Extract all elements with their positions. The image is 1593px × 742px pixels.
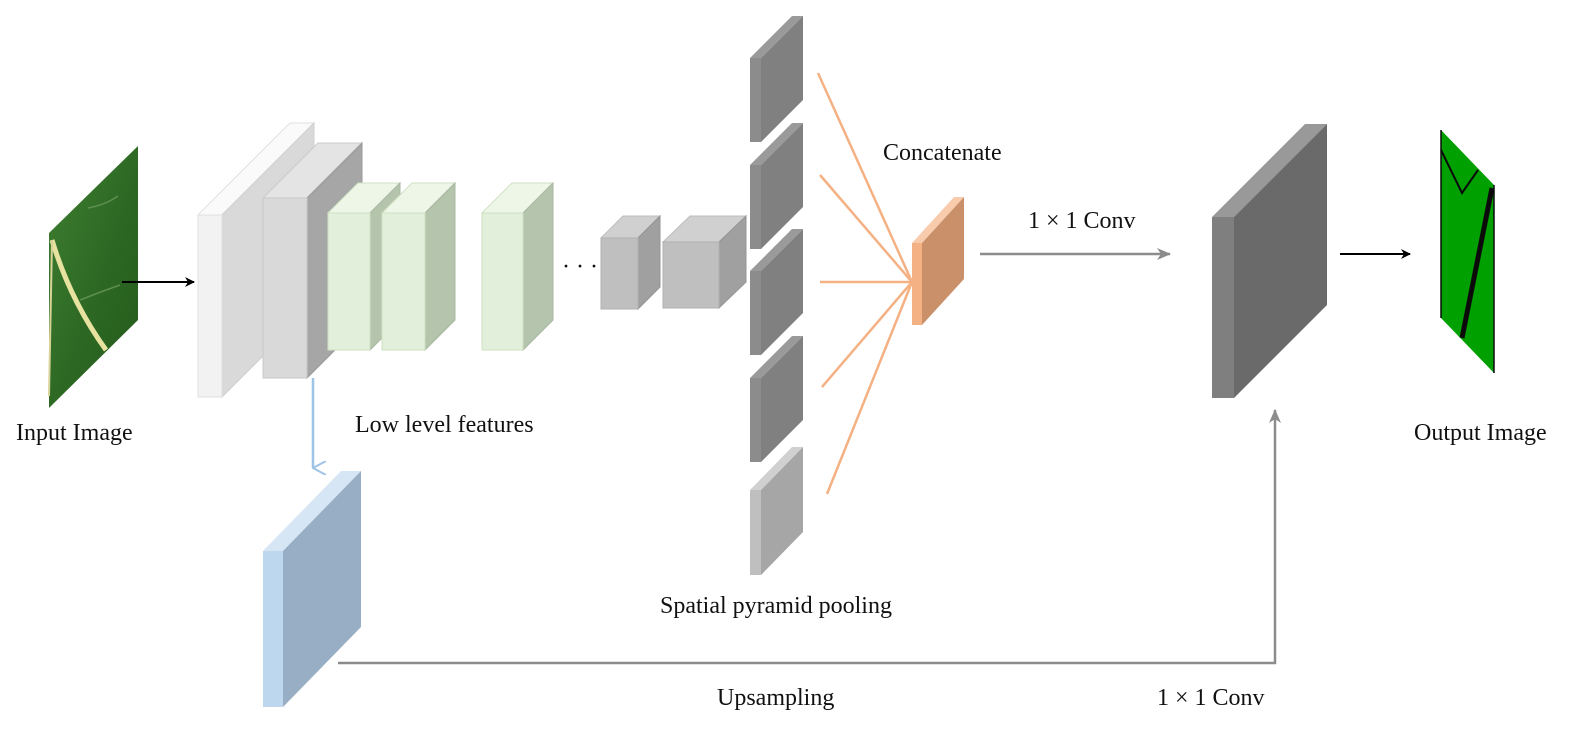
spp-branch-1	[750, 16, 803, 142]
upsampling-path	[338, 409, 1281, 665]
low-level-feature-block	[263, 471, 361, 707]
ellipsis-label: · · ·	[562, 254, 598, 280]
spp-branch-5	[750, 447, 803, 575]
output-image-label: Output Image	[1414, 420, 1547, 446]
concatenate-label: Concatenate	[883, 140, 1002, 166]
spatial-pyramid-pooling-label: Spatial pyramid pooling	[660, 593, 892, 619]
decoder-output-block	[1212, 124, 1327, 398]
concat-block	[912, 197, 964, 325]
input-image-thumbnail	[48, 146, 138, 408]
encoder-block-5	[480, 181, 555, 352]
spp-branch-2	[750, 123, 803, 249]
upsampling-label: Upsampling	[717, 685, 834, 711]
output-image-thumbnail	[1440, 130, 1495, 373]
conv-top-label: 1 × 1 Conv	[1028, 208, 1136, 234]
atrous-block-2	[661, 214, 748, 310]
atrous-block-1	[599, 214, 662, 311]
low-level-features-label: Low level features	[355, 412, 534, 438]
spp-branch-4	[750, 336, 803, 462]
conv-bottom-label: 1 × 1 Conv	[1157, 685, 1265, 711]
input-image-label: Input Image	[16, 420, 133, 446]
spp-branch-3	[750, 229, 803, 355]
encoder-block-4	[380, 181, 457, 352]
spp-fan-lines	[816, 72, 914, 495]
